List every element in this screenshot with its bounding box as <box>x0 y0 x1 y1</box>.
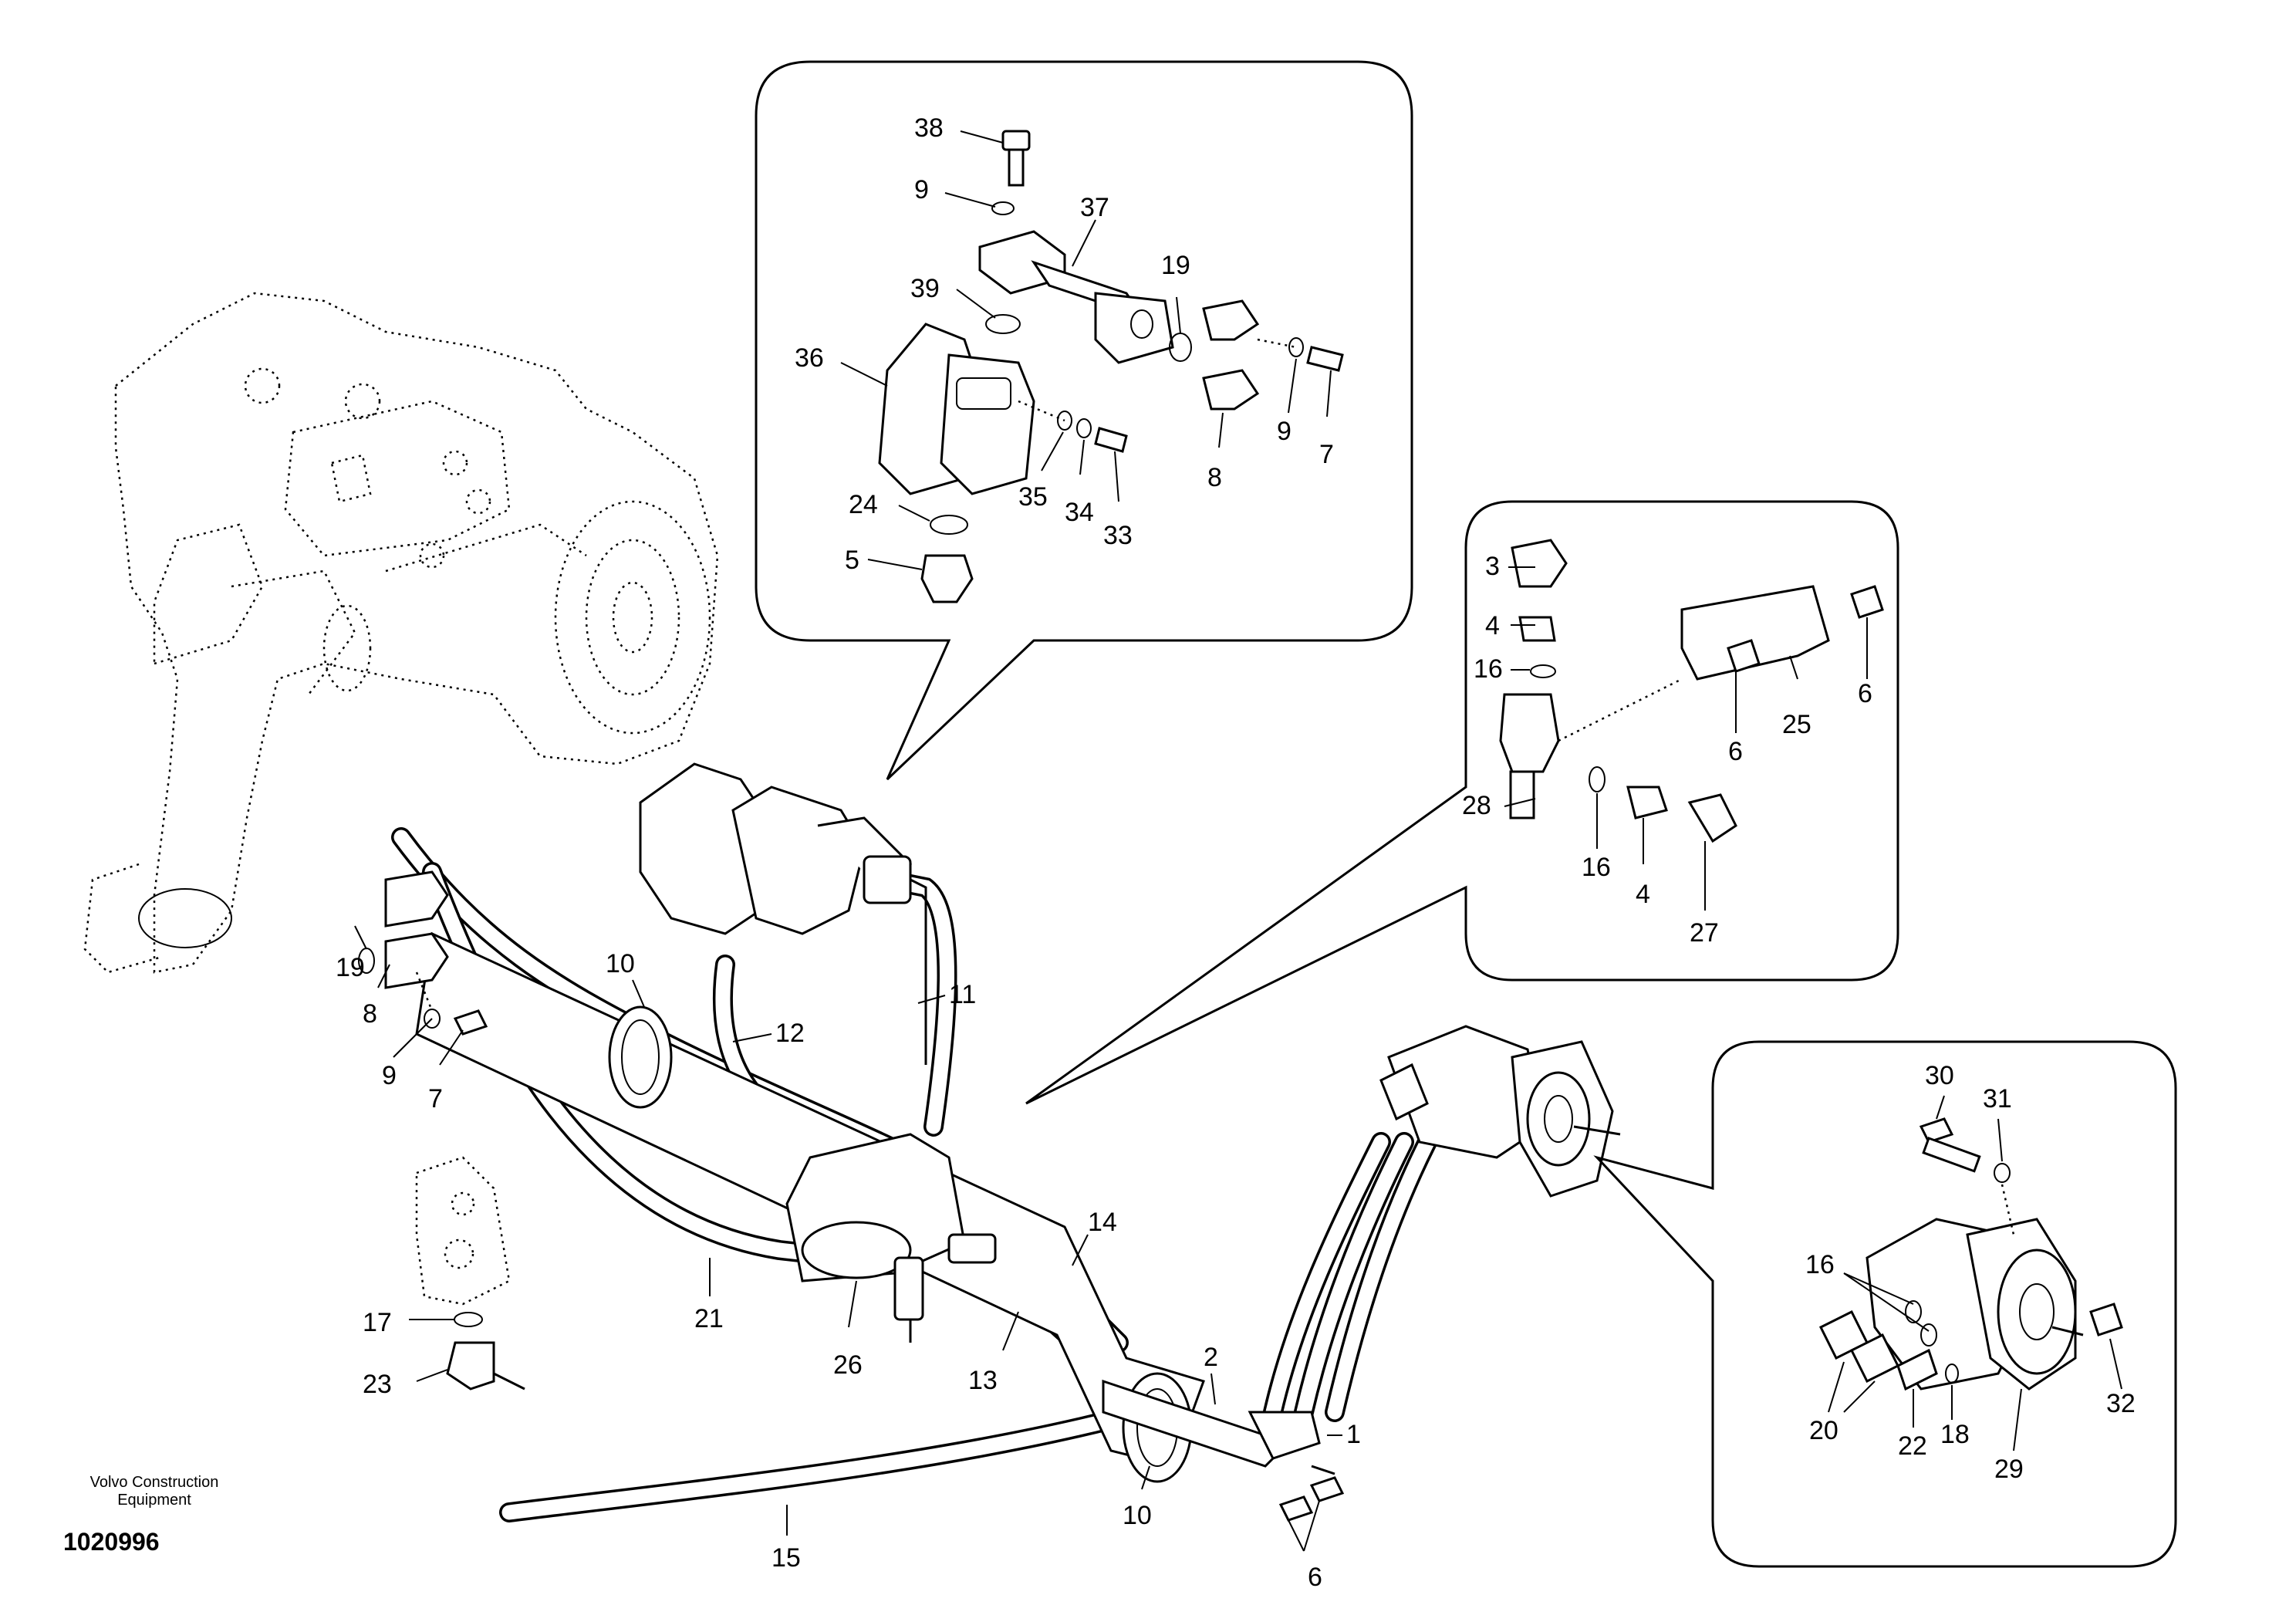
fitting-23 <box>446 1312 525 1391</box>
callout-16: 16 <box>1474 654 1503 684</box>
callout-38: 38 <box>914 113 944 143</box>
inset-valve-parts <box>1499 539 1884 843</box>
callout-8: 8 <box>1207 463 1222 492</box>
callout-14: 14 <box>1088 1208 1117 1237</box>
callout-6b: 6 <box>1728 737 1743 766</box>
callout-39: 39 <box>910 274 940 303</box>
inset-valve-leaders <box>1504 566 1868 911</box>
callout-18: 18 <box>1940 1420 1970 1449</box>
callout-16b: 16 <box>1582 853 1611 882</box>
callout-34: 34 <box>1065 498 1094 527</box>
callout-9: 9 <box>914 175 929 204</box>
inset-top-balloon <box>755 60 1413 781</box>
callout-24: 24 <box>849 490 878 519</box>
callout-33: 33 <box>1103 521 1133 550</box>
callout-25: 25 <box>1782 710 1811 739</box>
inset-motor-balloon <box>1593 1040 2177 1568</box>
valve-manifold-main <box>785 1133 997 1343</box>
callout-19b: 19 <box>336 953 365 982</box>
callout-6: 6 <box>1858 679 1872 708</box>
brand-caption: Volvo Construction Equipment <box>62 1474 247 1509</box>
inset-top-parts <box>878 130 1344 603</box>
callout-3: 3 <box>1485 552 1500 581</box>
brand-line-1: Volvo Construction <box>89 1474 219 1491</box>
drawing-number: 1020996 <box>63 1528 160 1556</box>
gear-pump-main <box>639 762 927 1065</box>
main-pump-outline <box>83 292 719 974</box>
callout-23: 23 <box>363 1370 392 1399</box>
callout-35: 35 <box>1018 482 1048 512</box>
callout-30: 30 <box>1925 1061 1954 1090</box>
clamp-bar <box>1102 1379 1345 1522</box>
callout-5: 5 <box>845 546 859 575</box>
callout-16c: 16 <box>1805 1250 1835 1279</box>
callout-1: 1 <box>1346 1420 1361 1449</box>
callout-28: 28 <box>1462 791 1491 820</box>
callout-22: 22 <box>1898 1431 1927 1461</box>
callout-numbers-valve: 3 4 16 25 6 6 28 16 4 27 <box>1462 552 1872 948</box>
callout-15: 15 <box>772 1543 801 1573</box>
callout-27: 27 <box>1690 918 1719 948</box>
callout-10b: 10 <box>1123 1501 1152 1530</box>
callout-37: 37 <box>1080 193 1109 222</box>
callout-2: 2 <box>1204 1343 1218 1372</box>
inset-valve-balloon <box>1025 500 1899 1105</box>
callout-36: 36 <box>795 343 824 373</box>
motor-main <box>1379 1025 1621 1198</box>
callout-12: 12 <box>775 1019 805 1048</box>
callout-7b: 7 <box>428 1084 443 1113</box>
callout-32: 32 <box>2106 1389 2136 1418</box>
callout-4b: 4 <box>1636 880 1650 909</box>
callout-8b: 8 <box>363 999 377 1029</box>
callout-21: 21 <box>694 1304 724 1333</box>
callout-29: 29 <box>1994 1455 2024 1484</box>
left-clamps <box>358 870 488 1036</box>
inset-motor-leaders <box>1828 1095 2122 1451</box>
callout-9b: 9 <box>1277 417 1292 446</box>
callout-13: 13 <box>968 1366 998 1395</box>
callout-6c: 6 <box>1308 1563 1322 1592</box>
inset-motor-parts <box>1818 1117 2123 1391</box>
callout-31: 31 <box>1983 1084 2012 1113</box>
callout-numbers-motor: 30 31 16 32 20 22 18 29 <box>1805 1061 2136 1484</box>
callout-17: 17 <box>363 1308 392 1337</box>
callout-4: 4 <box>1485 611 1500 640</box>
bracket-block <box>415 1156 511 1306</box>
main-leaders <box>354 925 1342 1552</box>
callout-numbers-main: 10 11 12 19 8 9 7 14 21 26 13 17 23 2 1 … <box>336 949 1361 1592</box>
callout-11: 11 <box>949 980 976 1009</box>
callout-7: 7 <box>1319 440 1334 469</box>
callout-20: 20 <box>1809 1416 1838 1445</box>
callout-10: 10 <box>606 949 635 978</box>
inset-top-leaders <box>840 130 1332 570</box>
callout-9c: 9 <box>382 1061 397 1090</box>
brand-line-2: Equipment <box>117 1492 191 1509</box>
callout-19: 19 <box>1161 251 1190 280</box>
callout-26: 26 <box>833 1350 863 1380</box>
callout-numbers-top: 38 9 37 39 19 36 9 7 35 34 33 8 24 5 <box>795 113 1334 575</box>
